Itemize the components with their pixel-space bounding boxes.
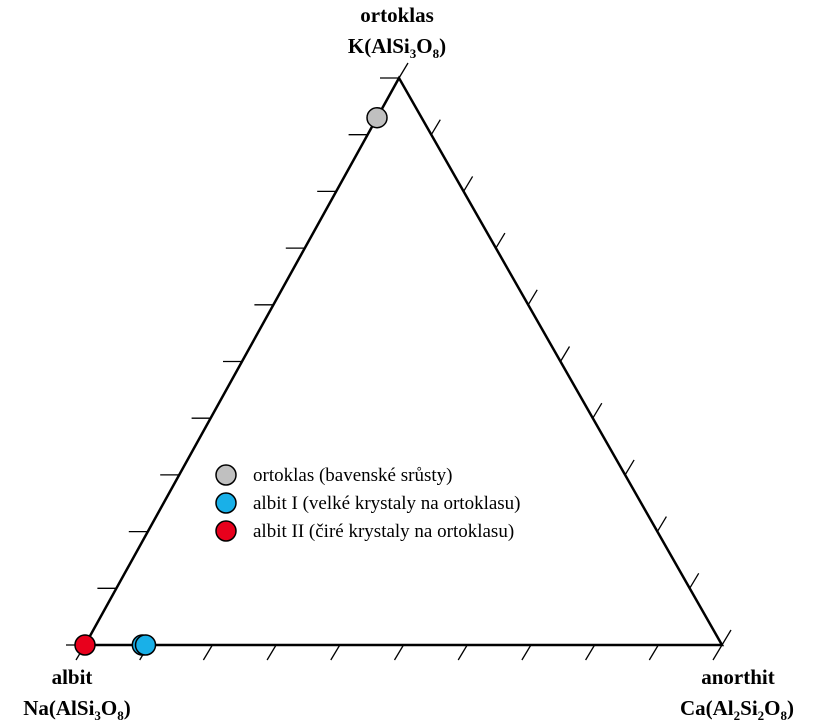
tick-base [202,644,213,661]
tick-right [689,572,700,589]
data-point [134,634,157,656]
data-points [74,106,388,656]
tick-base [648,644,659,661]
tick-base [266,644,277,661]
tick-right [559,346,571,362]
ternary-triangle [82,75,725,647]
vertex-left-formula: Na(AlSi3O8) [23,696,131,723]
legend-label: ortoklas (bavenské srůsty) [253,465,452,486]
vertex-right-name: anorthit [701,665,775,689]
legend-marker [215,464,237,486]
vertex-top-formula: K(AlSi3O8) [348,34,446,61]
tick-right [624,459,635,476]
tick-right [592,402,603,419]
tick-right [398,62,409,79]
tick-marks [66,62,732,661]
tick-right [463,176,474,192]
legend-label: albit II (čiré krystaly na ortoklasu) [253,521,514,542]
vertex-left-name: albit [52,665,93,689]
legend-marker [215,492,237,514]
legend-marker [215,520,237,542]
tick-base [457,644,468,661]
vertex-top-name: ortoklas [360,3,434,27]
tick-right [656,516,667,532]
data-point [74,634,96,656]
tick-base [521,644,532,661]
tick-right [495,232,506,249]
tick-base [330,644,341,661]
legend: ortoklas (bavenské srůsty) albit I (velké… [215,464,521,542]
tick-right [430,119,441,136]
legend-label: albit I (velké krystaly na ortoklasu) [253,493,521,514]
tick-right [527,289,538,306]
tick-base [393,644,405,661]
tick-base [585,644,596,661]
tick-base [712,644,723,661]
tick-right [721,629,732,646]
vertex-right-formula: Ca(Al2Si2O8) [680,696,794,723]
data-point [366,106,388,129]
